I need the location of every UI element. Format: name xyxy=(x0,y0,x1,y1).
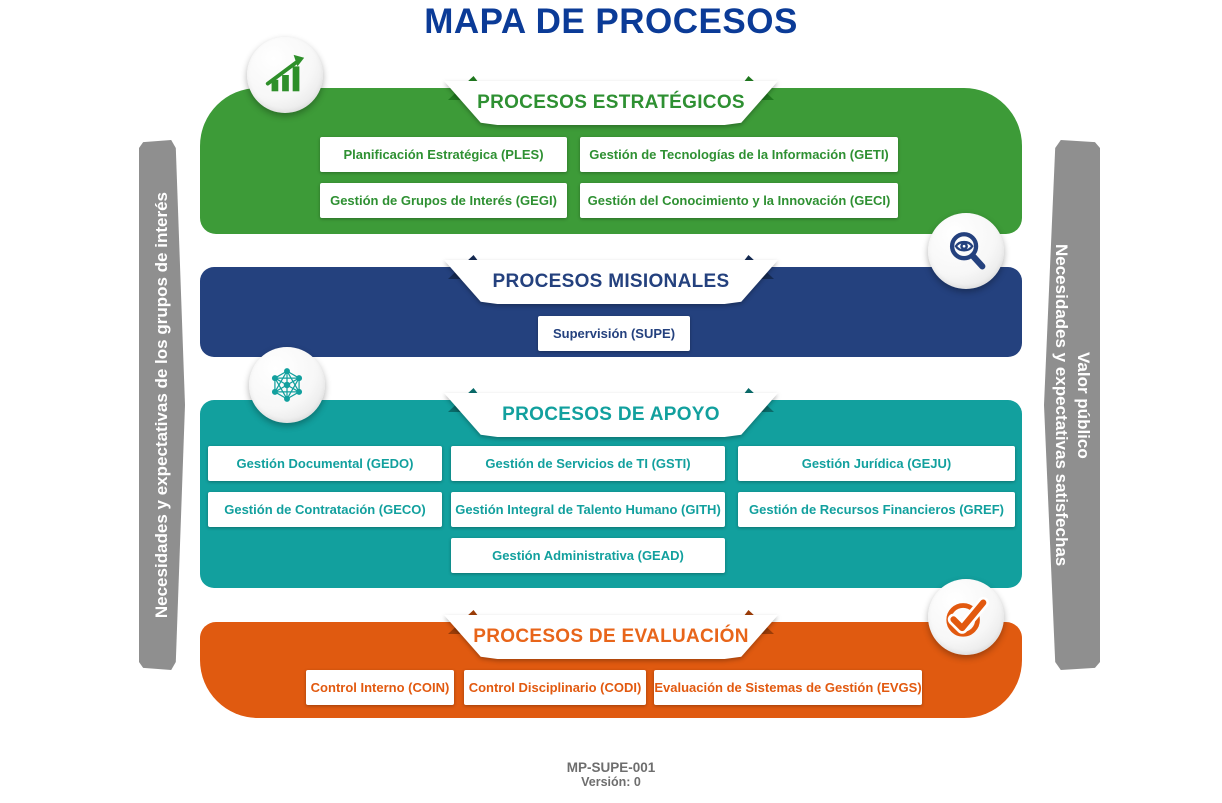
misionales-band-title: PROCESOS MISIONALES xyxy=(444,260,778,304)
process-box-geju: Gestión Jurídica (GEJU) xyxy=(738,446,1015,481)
process-box-geci: Gestión del Conocimiento y la Innovación… xyxy=(580,183,898,218)
process-box-evgs: Evaluación de Sistemas de Gestión (EVGS) xyxy=(654,670,922,705)
apoyo-band-title: PROCESOS DE APOYO xyxy=(444,393,778,437)
process-box-geco: Gestión de Contratación (GECO) xyxy=(208,492,442,527)
process-box-supe: Supervisión (SUPE) xyxy=(538,316,690,351)
magnifier-eye-icon xyxy=(928,213,1004,289)
evaluacion-band-title: PROCESOS DE EVALUACIÓN xyxy=(444,615,778,659)
right-bar-label-public-value: Valor público xyxy=(1074,351,1093,459)
estrategicos-header-ribbon: PROCESOS ESTRATÉGICOS xyxy=(444,76,778,125)
page-title: MAPA DE PROCESOS xyxy=(424,2,798,41)
band-procesos-de-apoyo: PROCESOS DE APOYO Gestión Documental (GE… xyxy=(200,388,1022,588)
right-bar-label-satisfied-needs: Necesidades y expectativas satisfechas xyxy=(1052,243,1071,567)
evaluacion-header-ribbon: PROCESOS DE EVALUACIÓN xyxy=(444,610,778,659)
band-procesos-estrategicos: PROCESOS ESTRATÉGICOS Planificación Estr… xyxy=(200,76,1022,234)
process-box-codi: Control Disciplinario (CODI) xyxy=(464,670,646,705)
right-outcomes-bar: Necesidades y expectativas satisfechas V… xyxy=(1044,140,1100,670)
band-procesos-de-evaluacion: PROCESOS DE EVALUACIÓN Control Interno (… xyxy=(200,610,1022,718)
process-box-gref: Gestión de Recursos Financieros (GREF) xyxy=(738,492,1015,527)
process-box-gegi: Gestión de Grupos de Interés (GEGI) xyxy=(320,183,567,218)
growth-chart-icon xyxy=(247,37,323,113)
document-footer: MP-SUPE-001 Versión: 0 xyxy=(0,760,1222,789)
check-circle-icon xyxy=(928,579,1004,655)
left-stakeholders-bar: Necesidades y expectativas de los grupos… xyxy=(139,140,185,670)
network-icon xyxy=(249,347,325,423)
left-bar-label: Necesidades y expectativas de los grupos… xyxy=(152,191,171,619)
document-version: Versión: 0 xyxy=(581,775,641,789)
process-box-gsti: Gestión de Servicios de TI (GSTI) xyxy=(451,446,725,481)
estrategicos-band-title: PROCESOS ESTRATÉGICOS xyxy=(444,81,778,125)
document-code: MP-SUPE-001 xyxy=(566,760,656,775)
process-box-gedo: Gestión Documental (GEDO) xyxy=(208,446,442,481)
misionales-header-ribbon: PROCESOS MISIONALES xyxy=(444,255,778,304)
process-box-geti: Gestión de Tecnologías de la Información… xyxy=(580,137,898,172)
process-box-ples: Planificación Estratégica (PLES) xyxy=(320,137,567,172)
process-box-gead: Gestión Administrativa (GEAD) xyxy=(451,538,725,573)
process-box-coin: Control Interno (COIN) xyxy=(306,670,454,705)
process-box-gith: Gestión Integral de Talento Humano (GITH… xyxy=(451,492,725,527)
band-procesos-misionales: PROCESOS MISIONALES Supervisión (SUPE) xyxy=(200,255,1022,357)
apoyo-header-ribbon: PROCESOS DE APOYO xyxy=(444,388,778,437)
